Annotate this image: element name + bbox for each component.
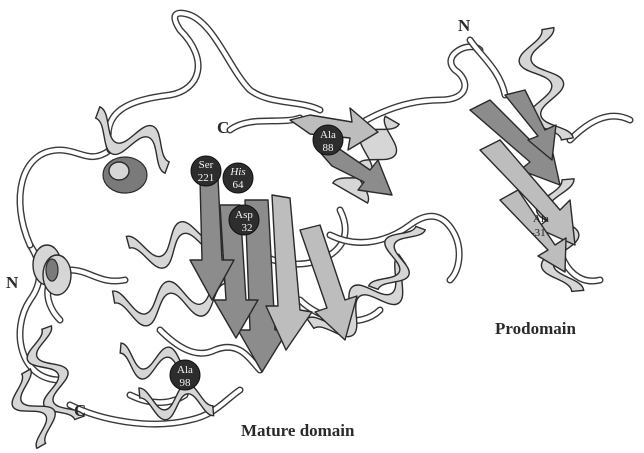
residue-his64-name: His: [229, 166, 245, 178]
label-mature-domain: Mature domain: [241, 421, 355, 440]
prodomain-structure: [470, 28, 584, 294]
residue-ala88-number: 88: [323, 142, 335, 154]
label-n-terminus-prodomain: N: [458, 16, 471, 35]
residue-asp32-name: Asp: [235, 209, 253, 221]
residue-ala-minus31-number: -31: [531, 227, 546, 239]
residue-asp32: Asp 32: [229, 205, 259, 235]
residue-his64: His 64: [223, 163, 253, 193]
residue-asp32-number: 32: [242, 222, 253, 234]
residue-his64-number: 64: [233, 179, 245, 191]
label-prodomain: Prodomain: [495, 319, 576, 338]
residue-ala98: Ala 98: [170, 360, 200, 390]
residue-ala98-name: Ala: [177, 364, 193, 376]
residue-ser221-name: Ser: [199, 159, 214, 171]
residue-ala88: Ala 88: [313, 125, 343, 155]
residue-ala98-number: 98: [180, 377, 192, 389]
residue-ser221: Ser 221: [191, 156, 221, 186]
residue-ser221-number: 221: [198, 172, 215, 184]
label-c-terminus-bottom: C: [74, 401, 86, 420]
residue-ala88-name: Ala: [320, 129, 336, 141]
label-c-terminus-center: C: [217, 118, 229, 137]
residue-ala-minus31-name: Ala: [533, 213, 549, 225]
label-n-terminus-left: N: [6, 273, 19, 292]
